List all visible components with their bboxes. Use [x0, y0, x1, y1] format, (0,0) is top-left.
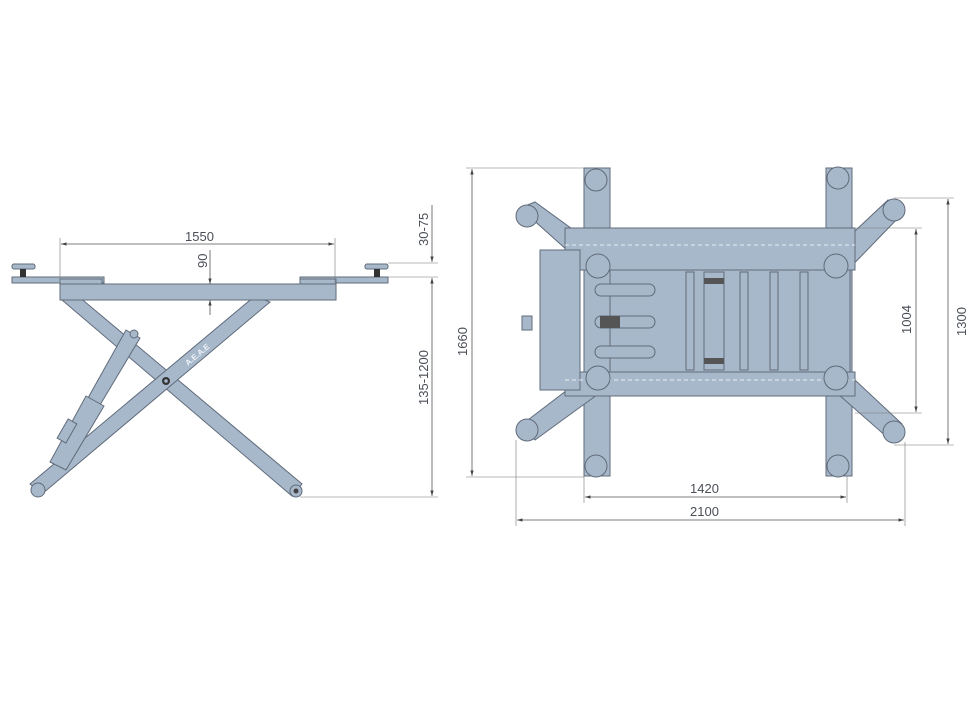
dim-overall-length: 1660 [455, 327, 470, 356]
frame-bottom-rail [564, 371, 856, 397]
dim-pad-height: 30-75 [416, 213, 431, 246]
arm-plate-left [11, 276, 105, 284]
top-view: 1660 1004 1300 1420 2100 [455, 166, 969, 526]
dim-platform-length: 1550 [185, 229, 214, 244]
base-roller [30, 482, 46, 498]
dim-overall-width: 2100 [690, 504, 719, 519]
hydraulic-cylinder [49, 329, 141, 471]
platform [59, 283, 337, 301]
dim-arm-span: 1420 [690, 481, 719, 496]
internal-mechanism [594, 271, 809, 371]
dim-inner-width: 1004 [899, 305, 914, 334]
dim-platform-thickness: 90 [195, 254, 210, 268]
dim-lift-height: 135-1200 [416, 350, 431, 405]
lift-pads [515, 166, 906, 478]
lift-pad-right [364, 263, 389, 277]
dim-outer-width: 1300 [954, 307, 969, 336]
lift-pad-left [11, 263, 36, 277]
side-view: A.E.A.E 1550 90 30-75 135-1200 [11, 205, 438, 498]
pump-housing [539, 249, 581, 391]
frame-top-rail [564, 227, 856, 271]
